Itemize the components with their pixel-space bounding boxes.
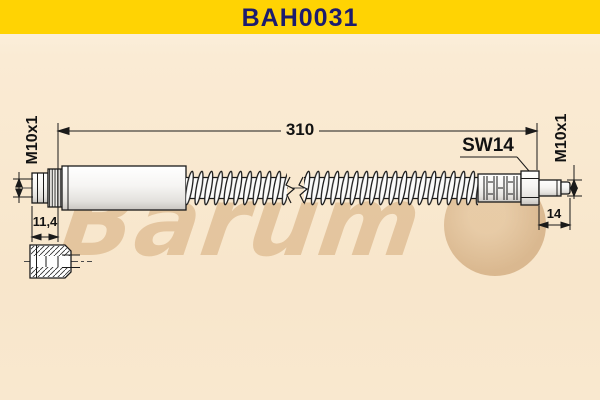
hose-break-symbol: [285, 176, 309, 204]
right-threaded-stud: [538, 179, 562, 197]
part-number-title: BAH0031: [241, 3, 359, 32]
dimension-total-length-label: 310: [285, 120, 315, 139]
right-fitting: [477, 170, 571, 206]
header-band: BAH0031: [0, 0, 600, 34]
right-fitting-length-label: 14: [546, 206, 562, 221]
left-thread-size-label: M10x1: [24, 115, 41, 165]
hose-corrugation-left: [186, 170, 287, 206]
left-swivel-nut: [31, 172, 49, 204]
dimension-lines: [13, 123, 582, 242]
left-crimp-sleeve: [61, 165, 187, 211]
stud-tip: [560, 181, 571, 195]
hose-corrugation-right: [304, 170, 478, 206]
hose-body: [186, 170, 478, 206]
left-fitting: [31, 165, 187, 211]
right-thread-size-label: M10x1: [553, 113, 570, 163]
hex-size-label: SW14: [462, 135, 514, 156]
right-hex-nut: [520, 170, 540, 206]
nut-cross-section-view: [24, 244, 92, 279]
left-fitting-length-label: 11,4: [32, 214, 58, 229]
